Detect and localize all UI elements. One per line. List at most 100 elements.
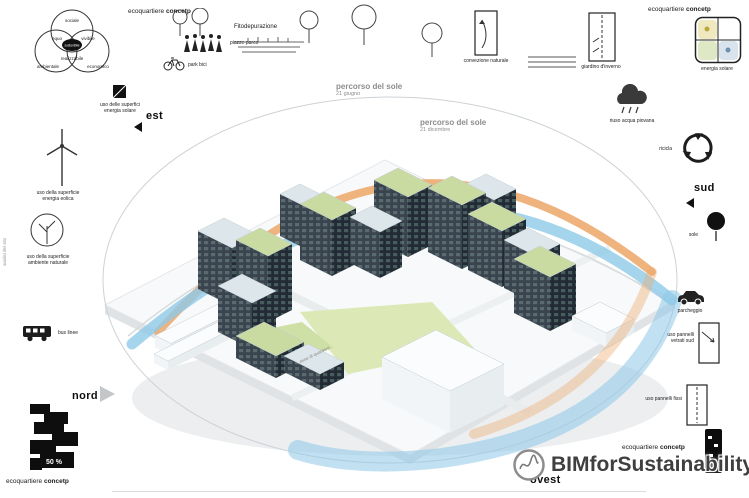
concept-caption-bottom-left: ecoquartiere concetp	[6, 478, 69, 485]
park-people-label: piazze parco	[230, 40, 259, 46]
building-face	[235, 321, 305, 357]
building-face	[550, 264, 576, 331]
building-face	[283, 343, 345, 375]
venn-label-bottom-left: ambientale	[37, 64, 60, 69]
nature-surface-label: uso della superficie ambiente naturale	[26, 254, 70, 267]
wetland-section-icon	[234, 37, 304, 53]
building-face	[571, 301, 635, 334]
concept-caption-bottom-right: ecoquartiere concetp	[622, 444, 685, 451]
natural-convection-panel-icon	[474, 10, 498, 56]
venn-label-mid-bottom: realizzabile	[61, 56, 84, 61]
bus-lines-label: bus linee	[58, 330, 79, 336]
concept-caption-prefix: ecoquartiere	[128, 8, 165, 15]
concept-caption-prefix: ecoquartiere	[6, 478, 43, 485]
nature-tree-circle-icon	[30, 213, 64, 247]
glazed-panel-icon	[698, 322, 720, 364]
building-face	[380, 221, 402, 278]
concept-caption-top-left: ecoquartiere concetp	[128, 8, 191, 15]
facade-pattern-icon: 50 %	[30, 404, 78, 470]
building-face	[373, 167, 433, 198]
parking-label: parcheggio	[677, 308, 703, 314]
wind-turbine-icon	[46, 129, 78, 186]
sun-path-title: percorso del sole	[420, 118, 487, 127]
sun-icon	[707, 212, 725, 241]
solar-surface-label: uso delle superfici energia solare	[99, 102, 141, 115]
concept-caption-bold: concetp	[685, 6, 711, 13]
venn-label-mid-left: equo	[52, 36, 63, 41]
site-section-label: analisi del sito	[2, 237, 7, 266]
concept-caption-bold: concetp	[165, 8, 191, 15]
convection-label: convezione naturale	[463, 58, 509, 64]
venn-label-center: sostenibile	[64, 44, 79, 48]
building-face	[468, 214, 502, 287]
sustainability-venn-diagram: sociale equo vivibile sostenibile realiz…	[34, 9, 110, 73]
building-face	[408, 185, 432, 257]
venn-label-mid-right: vivibile	[81, 36, 95, 41]
solar-panel-icon	[112, 84, 127, 99]
tree-icon	[172, 8, 209, 36]
building-face	[217, 273, 277, 304]
rainwater-label: riuso acqua piovana	[609, 118, 655, 124]
phyto-label: Fitodepurazione	[234, 24, 278, 30]
bus-icon	[23, 326, 51, 342]
facade-ratio-label: 50 %	[46, 459, 63, 466]
building-face	[381, 329, 505, 392]
concept-caption-bold: concetp	[659, 444, 685, 451]
building-face	[154, 354, 168, 370]
building-face	[284, 356, 320, 390]
wind-surface-label: uso della superficie energia eolica	[36, 190, 80, 203]
compass-nord: nord	[72, 390, 99, 402]
building-cluster	[153, 167, 635, 433]
building-face	[382, 357, 450, 433]
venn-label-bottom-right: economico	[87, 64, 109, 69]
tree-icon	[351, 4, 377, 45]
winter-garden-panel-icon	[588, 12, 616, 62]
concept-caption-prefix: ecoquartiere	[622, 444, 659, 451]
watermark-text: BIMforSustainability	[551, 453, 749, 476]
glazed-panels-label: uso pannelli vetrati sud	[667, 332, 694, 345]
sun-path-winter-label: percorso del sole 21 dicembre	[420, 118, 486, 133]
fixed-panel-icon	[686, 384, 708, 426]
tree-icon	[299, 10, 319, 43]
compass-sud: sud	[694, 182, 715, 194]
watermark-logo-icon	[513, 449, 545, 481]
building-face	[427, 175, 487, 206]
sun-path-winter-wrap	[288, 290, 682, 472]
recycle-label: ricicla	[659, 146, 672, 152]
est-arrow-icon	[134, 122, 142, 132]
tree-icon	[421, 22, 443, 57]
building-face	[236, 336, 276, 378]
building-face	[606, 319, 634, 347]
sun-path-title: percorso del sole	[336, 82, 403, 91]
building-face	[428, 188, 462, 269]
cloud-rain-icon	[617, 84, 647, 114]
sun-path-date: 21 dicembre	[420, 127, 451, 133]
building-face	[463, 173, 517, 201]
winter-garden-label: giardino d'inverno	[581, 64, 621, 70]
venn-label-top: sociale	[65, 18, 80, 23]
bike-parking-label: park bici	[188, 62, 207, 68]
sun-path-date: 21 giugno	[336, 91, 361, 97]
building-face	[235, 227, 293, 257]
concept-caption-top-right: ecoquartiere concetp	[648, 6, 711, 13]
sun-path-summer-wrap	[469, 267, 657, 439]
bicycle-icon	[163, 57, 185, 71]
building-face	[450, 364, 504, 433]
building-face	[349, 205, 403, 233]
people-group-icon	[184, 34, 222, 52]
building-face	[514, 259, 550, 331]
matrix-header-label: energia solare	[701, 66, 733, 72]
sud-arrow-icon	[686, 198, 694, 208]
sun-label: sole	[688, 232, 698, 238]
compass-est: est	[146, 110, 164, 122]
car-icon	[678, 291, 704, 306]
nord-arrow-icon	[100, 386, 115, 402]
concept-caption-prefix: ecoquartiere	[648, 6, 685, 13]
building-face	[299, 191, 357, 221]
tower-icon	[705, 429, 722, 473]
concept-caption-bold: concetp	[43, 478, 69, 485]
watermark: BIMforSustainability	[512, 448, 749, 482]
bottom-rule	[112, 491, 646, 492]
